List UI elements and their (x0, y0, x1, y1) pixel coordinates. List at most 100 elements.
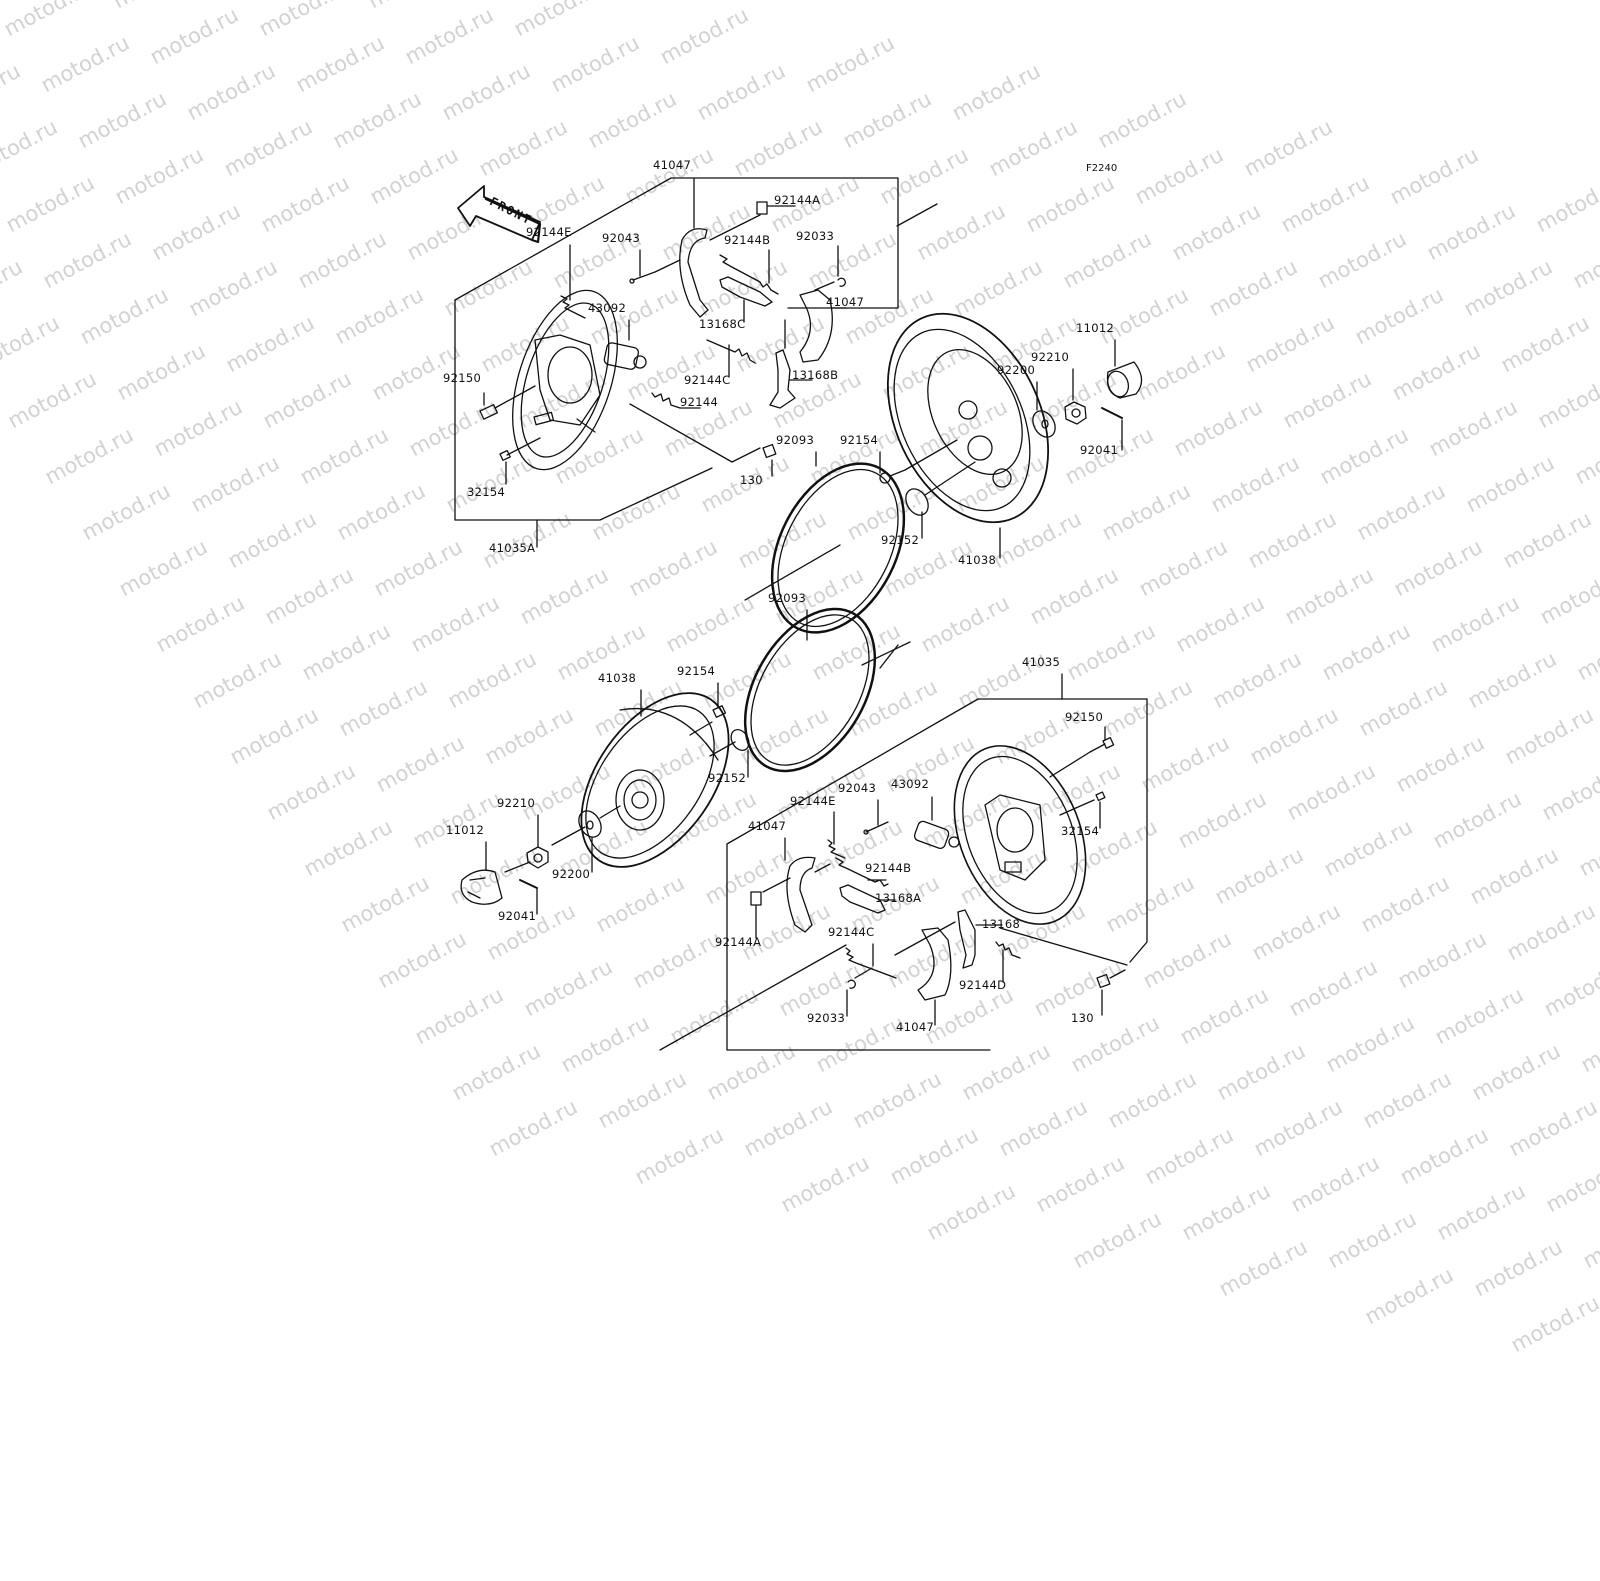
lower-shoe-right (894, 921, 956, 1026)
part-label-92041: 92041 (498, 909, 537, 923)
part-label-11012: 11012 (446, 823, 485, 837)
upper-shoe-right (799, 289, 847, 363)
part-label-92144a: 92144A (715, 935, 762, 949)
part-label-130: 130 (1071, 1011, 1094, 1025)
part-label-92041: 92041 (1080, 443, 1119, 457)
figure-code: F2240 (1086, 163, 1118, 174)
part-label-92144e: 92144E (790, 794, 836, 808)
upper-assembly-frame (454, 177, 938, 548)
part-label-41047: 41047 (826, 295, 865, 309)
upper-shoe-left (679, 177, 709, 318)
upper-spring-92144 (651, 392, 701, 409)
part-label-41047: 41047 (748, 819, 787, 833)
upper-cotter-92041 (1101, 407, 1123, 451)
part-label-41047: 41047 (896, 1020, 935, 1034)
upper-washer-92200 (1032, 381, 1056, 438)
lower-clip-92033 (846, 967, 873, 1017)
lower-lever-13168 (957, 909, 1003, 969)
part-label-13168b: 13168B (792, 368, 839, 382)
lower-shoe-left (784, 837, 831, 933)
lower-nut-92210 (526, 814, 549, 869)
part-label-130: 130 (740, 473, 763, 487)
part-label-92154: 92154 (677, 664, 716, 678)
part-label-43092: 43092 (588, 301, 627, 315)
watermark-text: motod.ru (1470, 1234, 1567, 1302)
upper-clip-92144A (756, 201, 768, 215)
part-label-92200: 92200 (552, 867, 591, 881)
part-label-13168a: 13168A (875, 891, 922, 905)
watermark-text: motod.ru (1069, 1206, 1166, 1274)
part-label-32154: 32154 (467, 485, 506, 499)
part-label-92144b: 92144B (865, 861, 912, 875)
upper-seal-ring (744, 451, 906, 634)
lower-cotter-92041 (519, 879, 538, 915)
upper-bolt-92154 (879, 439, 958, 484)
lower-spring-92144D (995, 941, 1021, 983)
upper-lever-13168B (769, 319, 813, 409)
lower-bolt-92154 (689, 682, 727, 736)
part-label-41047: 41047 (653, 158, 692, 172)
part-label-13168c: 13168C (699, 317, 746, 331)
lower-clip-92144A (750, 877, 791, 939)
part-label-92210: 92210 (497, 796, 536, 810)
lower-spring-92144C (845, 943, 897, 979)
part-label-92144a: 92144A (774, 193, 821, 207)
lower-washer-92200 (551, 805, 621, 873)
part-label-92093: 92093 (776, 433, 815, 447)
part-label-13168: 13168 (982, 917, 1021, 931)
part-label-92033: 92033 (807, 1011, 846, 1025)
lower-cap-11012 (460, 841, 531, 905)
exploded-parts-diagram (454, 177, 1148, 1051)
lower-spring-92144B (835, 857, 889, 887)
upper-clip-92033 (814, 245, 846, 291)
part-label-41038: 41038 (598, 671, 637, 685)
part-label-92093: 92093 (768, 591, 807, 605)
lower-wheel-cylinder (913, 796, 960, 849)
watermark-text: motod.ru (1215, 1234, 1312, 1302)
upper-wheel-cylinder (603, 319, 647, 370)
upper-bleeder-32154 (499, 437, 541, 485)
lower-bolt-92150 (1049, 726, 1115, 778)
part-label-41038: 41038 (958, 553, 997, 567)
part-label-92152: 92152 (708, 771, 747, 785)
part-label-92043: 92043 (602, 231, 641, 245)
part-label-92033: 92033 (796, 229, 835, 243)
part-label-92144e: 92144E (526, 225, 572, 239)
watermark-text: motod.ru (1579, 1206, 1600, 1274)
upper-bolt-130 (762, 443, 777, 477)
part-label-92150: 92150 (443, 371, 482, 385)
part-label-41035a: 41035A (489, 541, 536, 555)
front-arrow-icon (457, 185, 542, 244)
watermark-text: motod.ru (1361, 1262, 1458, 1330)
part-label-41035: 41035 (1022, 655, 1061, 669)
lower-seal-ring (743, 607, 911, 773)
upper-bolt-92150 (479, 385, 536, 420)
upper-pin-92043 (629, 249, 681, 284)
part-label-92144c: 92144C (684, 373, 731, 387)
part-label-32154: 32154 (1061, 824, 1100, 838)
part-label-92043: 92043 (838, 781, 877, 795)
lower-bolt-130 (1096, 969, 1126, 1016)
lower-washer-92152 (709, 729, 750, 778)
part-label-92154: 92154 (840, 433, 879, 447)
lower-lever-13168A (839, 884, 896, 914)
part-label-92144: 92144 (680, 395, 719, 409)
upper-bearing-92152 (905, 461, 976, 539)
watermark-text: motod.ru (1324, 1206, 1421, 1274)
lower-pin-92043 (863, 799, 889, 835)
upper-spring-92144E (560, 244, 586, 319)
upper-spring-92144C (706, 339, 756, 378)
upper-cap-11012 (1106, 339, 1143, 399)
part-label-92144b: 92144B (724, 233, 771, 247)
part-label-92210: 92210 (1031, 350, 1070, 364)
part-label-92152: 92152 (881, 533, 920, 547)
part-label-92144c: 92144C (828, 925, 875, 939)
part-label-92200: 92200 (997, 363, 1036, 377)
lower-brake-drum (580, 689, 730, 868)
upper-nut-92210 (1064, 368, 1087, 425)
part-label-11012: 11012 (1076, 321, 1115, 335)
upper-brake-drum (886, 312, 1050, 559)
lower-spring-92144E (827, 811, 846, 859)
upper-spring-92144B (719, 249, 779, 295)
upper-backing-plate (512, 289, 618, 471)
